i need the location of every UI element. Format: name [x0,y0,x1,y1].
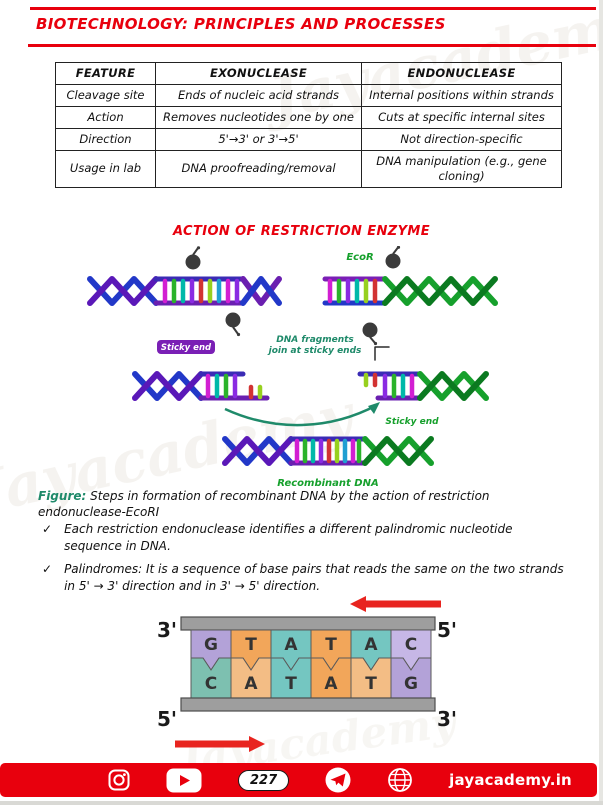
top-rule [30,7,596,10]
bullet-list: ✓ Each restriction endonuclease identifi… [42,521,574,601]
table-cell: Internal positions within strands [361,83,562,107]
table-cell: Ends of nucleic acid strands [155,83,362,107]
figure-label: Figure: [38,489,87,503]
base-letter: G [404,674,418,694]
bullet-text: Each restriction endonuclease identifies… [64,522,513,553]
table-cell: DNA manipulation (e.g., gene cloning) [361,149,562,188]
check-icon: ✓ [42,522,53,536]
table-row: Cleavage site Ends of nucleic acid stran… [55,83,562,107]
restriction-enzyme-icon [185,246,201,270]
base-row-bottom [190,657,432,699]
backbone-bar-bottom [180,697,436,712]
footer-bar: 227 jayacademy.in [0,763,597,797]
base-letters-top: G T A T A C [204,635,417,655]
globe-icon[interactable] [387,767,413,793]
telegram-icon[interactable] [325,767,351,793]
table-cell: Action [55,105,156,129]
table-cell: Usage in lab [55,149,156,188]
site-name[interactable]: jayacademy.in [449,771,572,789]
left-arrow [350,596,441,612]
enzyme-label: EcoR [346,252,373,263]
table-cell: Direction [55,127,156,151]
figure-caption-text: Steps in formation of recombinant DNA by… [38,489,490,519]
table-cell: 5'→3' or 3'→5' [155,127,362,151]
bullet-text: Palindromes: It is a sequence of base pa… [64,562,564,593]
restriction-enzyme-icon [225,312,241,337]
list-item: ✓ Palindromes: It is a sequence of base … [42,561,574,594]
join-arrow [224,402,380,427]
col-header-feature: FEATURE [55,62,156,85]
strand-end-label: 3' [437,707,457,731]
palindrome-diagram: 3' 5' G T A T A C [157,596,457,752]
base-letter: T [365,674,377,694]
dna-recombinant [222,436,434,466]
recombinant-dna-label: Recombinant DNA [277,478,378,489]
youtube-icon[interactable] [166,768,202,793]
table-cell: Not direction-specific [361,127,562,151]
table-row: Usage in lab DNA proofreading/removal DN… [55,149,562,188]
section-heading: ACTION OF RESTRICTION ENZYME [172,224,431,239]
join-note-line1: DNA fragments [276,335,354,345]
join-note-line2: join at sticky ends [267,346,362,356]
base-letter: A [324,674,338,694]
table-row: Direction 5'→3' or 3'→5' Not direction-s… [55,127,562,151]
restriction-enzyme-icon [385,246,401,269]
table-row: Action Removes nucleotides one by one Cu… [55,105,562,129]
page-number-badge: 227 [238,769,290,791]
table-cell: DNA proofreading/removal [155,149,362,188]
table-cell: Cleavage site [55,83,156,107]
base-letter: A [364,635,378,655]
strand-end-label: 5' [437,618,457,642]
comparison-table: FEATURE EXONUCLEASE ENDONUCLEASE Cleavag… [55,62,562,188]
table-cell: Removes nucleotides one by one [155,105,362,129]
base-letter: T [245,635,257,655]
instagram-icon[interactable] [108,769,130,791]
base-letter: G [204,635,218,655]
table-cell: Cuts at specific internal sites [361,105,562,129]
dna-top-right [322,276,498,306]
figure-caption: Figure: Steps in formation of recombinan… [38,489,572,521]
restriction-enzyme-icon [362,322,378,346]
dna-top-left [87,276,282,306]
list-item: ✓ Each restriction endonuclease identifi… [42,521,574,554]
page-edge [0,801,603,805]
sticky-end-label-right: Sticky end [385,417,439,427]
col-header-endonuclease: ENDONUCLEASE [361,62,562,85]
page-edge [599,0,603,805]
base-letters-bottom: C A T A T G [205,674,418,694]
sticky-end-label-left: Sticky end [157,340,215,354]
base-letter: T [285,674,297,694]
strand-end-label: 5' [157,707,177,731]
restriction-enzyme-diagram: EcoR Sticky end DNA frag [87,246,498,489]
right-arrow [175,736,265,752]
base-letter: T [325,635,337,655]
base-letter: C [205,674,217,694]
col-header-exonuclease: EXONUCLEASE [155,62,362,85]
table-header-row: FEATURE EXONUCLEASE ENDONUCLEASE [55,62,562,85]
svg-text:Sticky end: Sticky end [161,343,212,353]
base-letter: C [405,635,417,655]
page-title: BIOTECHNOLOGY: PRINCIPLES AND PROCESSES [36,15,446,33]
title-rule [28,44,596,47]
base-letter: A [244,674,258,694]
dna-fragment-left [132,371,270,401]
dna-fragment-right [357,346,489,401]
base-letter: A [284,635,298,655]
strand-end-label: 3' [157,618,177,642]
check-icon: ✓ [42,562,53,577]
backbone-bar-top [180,616,436,631]
